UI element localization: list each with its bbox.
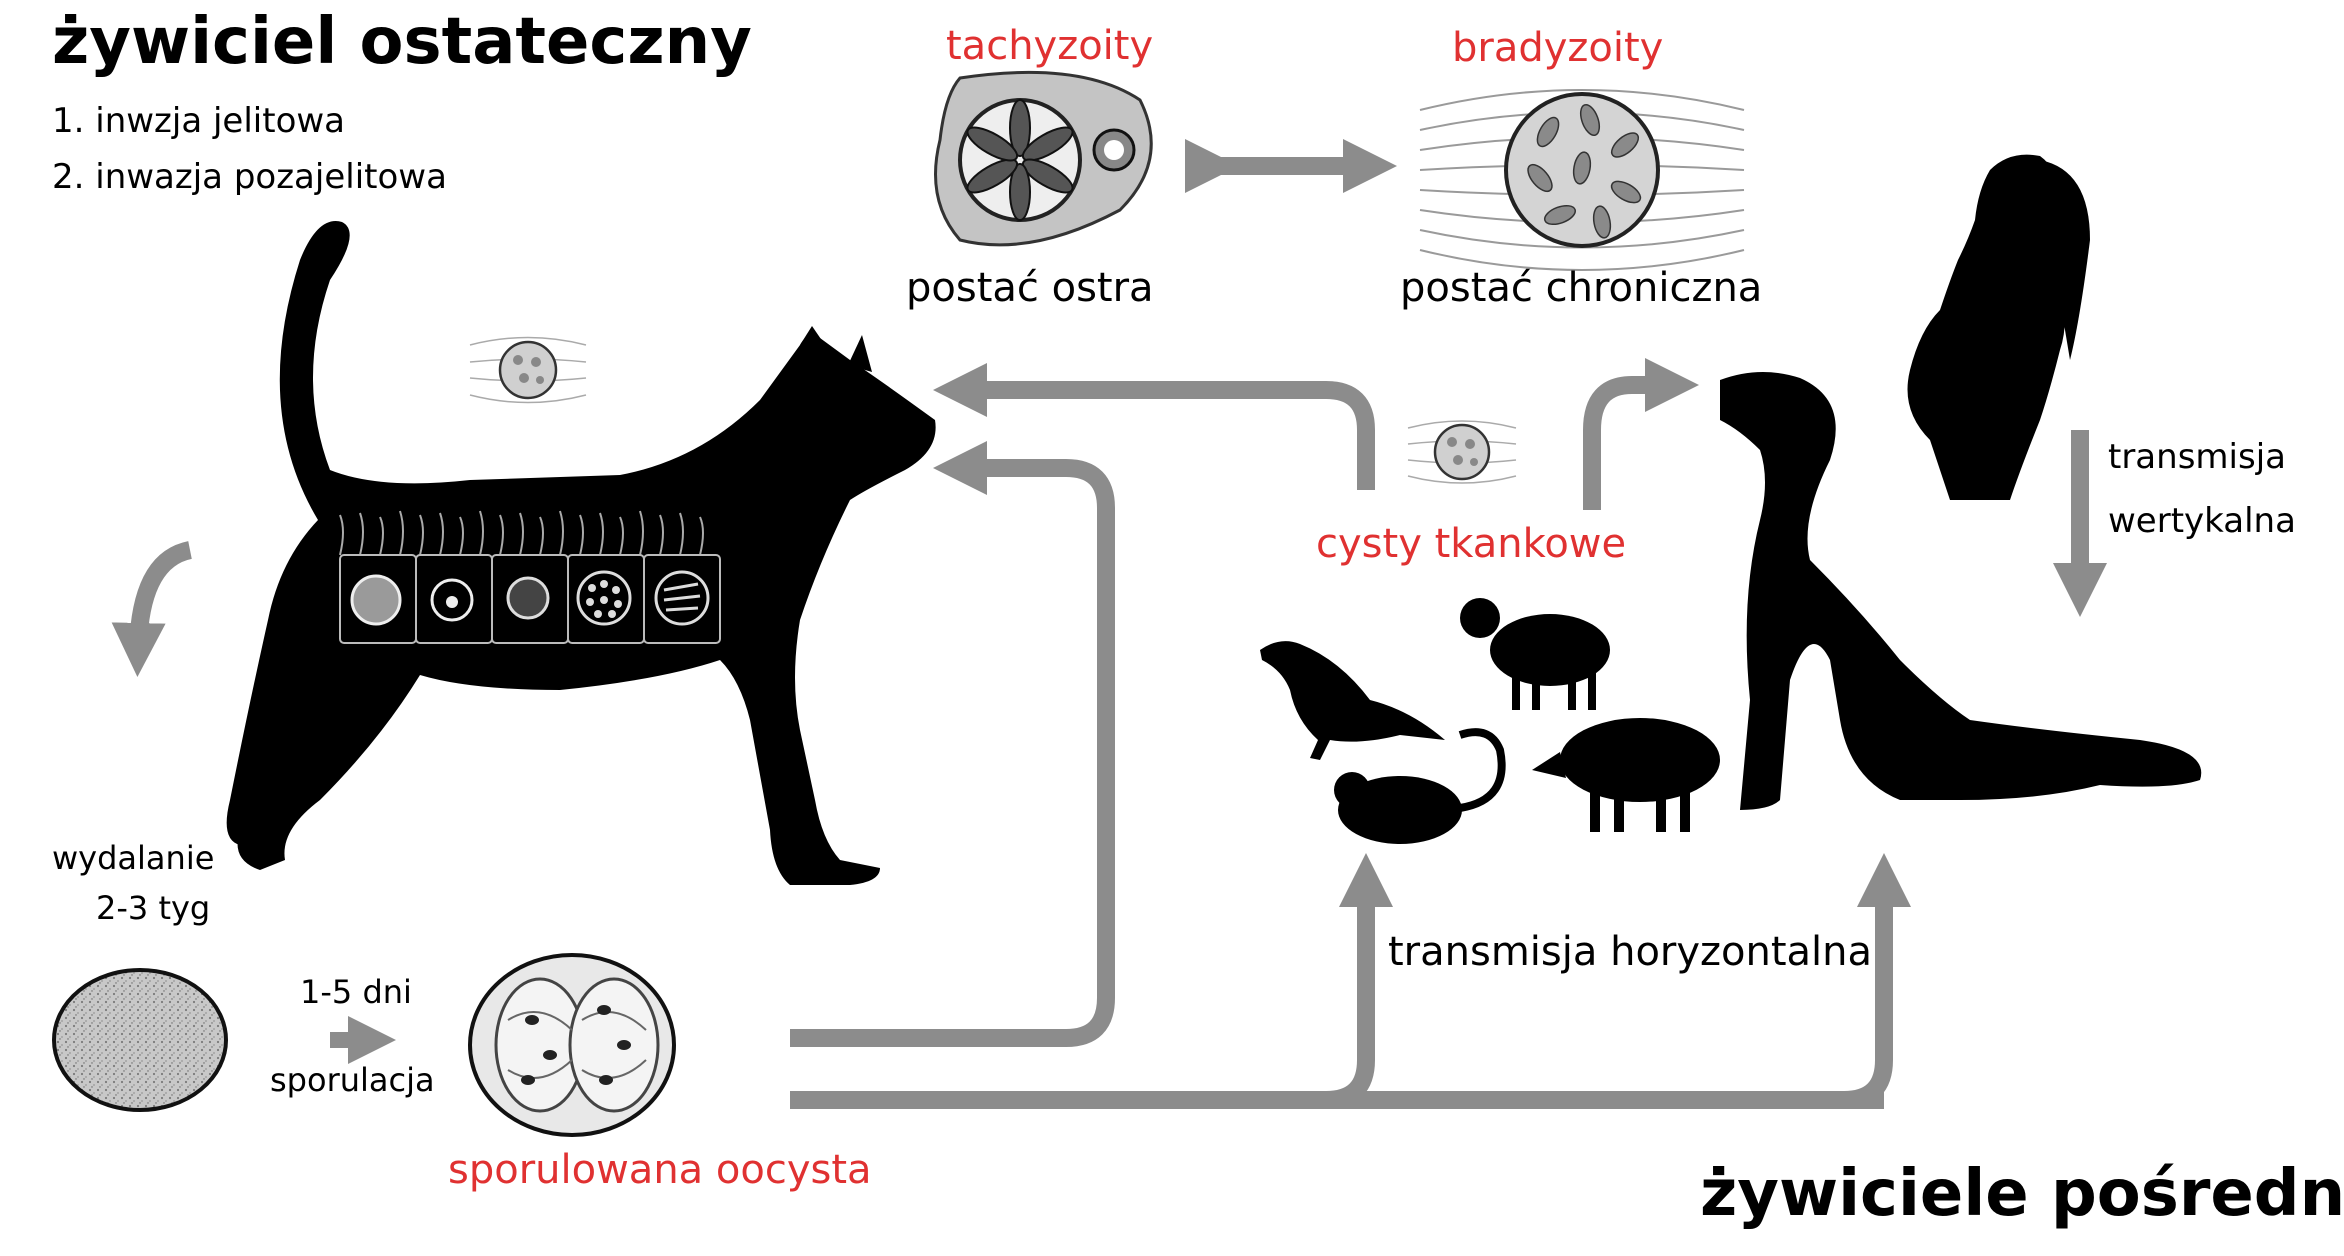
sporulation-label: sporulacja (270, 1061, 435, 1099)
arrows (111, 139, 2107, 1109)
oocyst-to-animals-arrow (1325, 853, 1393, 1109)
intestinal-epithelium-inset (339, 510, 721, 644)
tissue-cysts-label: cysty tkankowe (1316, 521, 1627, 567)
shedding-line2: 2-3 tyg (96, 889, 211, 927)
sporulated-oocyst-illustration (468, 953, 676, 1137)
bradyzoite-cyst-illustration (1419, 89, 1745, 271)
tachyzoites-label: tachyzoity (946, 23, 1154, 69)
definitive-host-item-1: 1. inwzja jelitowa (52, 101, 346, 141)
cysts-to-dog-arrow (1583, 358, 1699, 510)
pig-silhouette (1532, 718, 1720, 832)
mouse-silhouette (1334, 728, 1506, 844)
bradyzoites-label: bradyzoity (1452, 25, 1664, 71)
unsporulated-oocyst (52, 968, 228, 1112)
chronic-form-caption: postać chroniczna (1400, 265, 1763, 311)
oocyst-to-dog-arrow (1843, 853, 1911, 1109)
horizontal-transmission-label: transmisja horyzontalna (1388, 929, 1873, 975)
shedding-line1: wydalanie (52, 839, 215, 877)
pregnant-woman-silhouette (1907, 154, 2090, 500)
shedding-arrow (111, 541, 193, 677)
definitive-host-item-2: 2. inwazja pozajelitowa (52, 157, 447, 197)
intermediate-hosts-title: żywiciele pośredni (1700, 1157, 2344, 1231)
bird-silhouette (1260, 641, 1445, 760)
acute-form-caption: postać ostra (906, 265, 1154, 311)
sheep-silhouette (1460, 598, 1610, 710)
dog-silhouette (1720, 371, 2202, 810)
definitive-host-title: żywiciel ostateczny (52, 5, 752, 79)
vertical-transmission-line1: transmisja (2108, 437, 2286, 477)
cysts-to-cat-arrow (933, 363, 1375, 490)
tachyzoite-illustration (934, 70, 1153, 247)
sporulated-oocyst-label: sporulowana oocysta (448, 1147, 872, 1193)
small-cyst-icon-animals (1407, 420, 1517, 484)
small-cyst-icon-cat (469, 336, 587, 404)
oocyst-to-cat-arrow (790, 441, 1115, 1047)
vertical-transmission-line2: wertykalna (2108, 501, 2296, 541)
sporulation-time: 1-5 dni (300, 973, 412, 1011)
